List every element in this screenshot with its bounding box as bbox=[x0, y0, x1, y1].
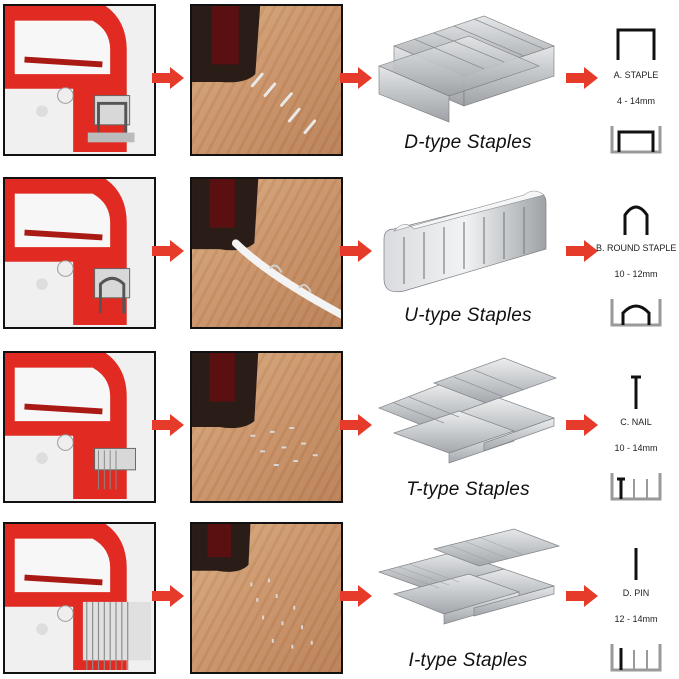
arrow-right-icon bbox=[340, 67, 372, 89]
arrow-right-icon bbox=[566, 240, 598, 262]
flat-staple-icon bbox=[596, 24, 676, 64]
staple-gun-icon bbox=[5, 6, 154, 154]
row-t-type: T-type Staples C. NAIL 10 - 14mm bbox=[0, 351, 679, 511]
i-type-staples-stack bbox=[374, 524, 560, 642]
staple-name: D. PIN bbox=[622, 588, 650, 598]
staple-spec: D. PIN 12 - 14mm bbox=[596, 522, 676, 679]
staple-spec: A. STAPLE 4 - 14mm bbox=[596, 4, 676, 164]
d-type-staples-stack bbox=[374, 6, 560, 124]
pin-icon bbox=[596, 542, 676, 582]
staple-type-label: I-type Staples bbox=[408, 650, 528, 671]
staple-size: 12 - 14mm bbox=[614, 614, 658, 624]
wood-usage-photo bbox=[190, 4, 343, 156]
staple-gun-icon bbox=[5, 524, 154, 672]
arrow-right-icon bbox=[566, 585, 598, 607]
staple-gun-photo bbox=[3, 177, 156, 329]
row-i-type: I-type Staples D. PIN 12 - 14mm bbox=[0, 522, 679, 679]
round-staple-icon bbox=[596, 197, 676, 237]
arrow-right-icon bbox=[566, 414, 598, 436]
arrow-right-icon bbox=[152, 240, 184, 262]
magazine-slot-icon bbox=[609, 640, 663, 674]
u-type-staples-stack bbox=[374, 179, 560, 297]
wood-usage-photo bbox=[190, 351, 343, 503]
magazine-slot-icon bbox=[609, 122, 663, 156]
arrow-right-icon bbox=[152, 585, 184, 607]
arrow-right-icon bbox=[340, 414, 372, 436]
staple-spec: B. ROUND STAPLE 10 - 12mm bbox=[596, 177, 676, 337]
staple-spec: C. NAIL 10 - 14mm bbox=[596, 351, 676, 511]
arrow-right-icon bbox=[340, 585, 372, 607]
magazine-slot-icon bbox=[609, 469, 663, 503]
staple-gun-photo bbox=[3, 4, 156, 156]
staple-size: 4 - 14mm bbox=[616, 96, 655, 106]
staple-size: 10 - 12mm bbox=[614, 269, 658, 279]
wood-usage-photo bbox=[190, 522, 343, 674]
nail-icon bbox=[596, 371, 676, 411]
row-u-type: U-type Staples B. ROUND STAPLE 10 - 12mm bbox=[0, 177, 679, 337]
staple-gun-icon bbox=[5, 353, 154, 501]
staple-gun-photo bbox=[3, 522, 156, 674]
staple-name: C. NAIL bbox=[620, 417, 652, 427]
staple-name: A. STAPLE bbox=[613, 70, 659, 80]
staple-type-label: U-type Staples bbox=[404, 305, 532, 326]
wood-usage-photo bbox=[190, 177, 343, 329]
staple-name: B. ROUND STAPLE bbox=[596, 243, 677, 253]
t-type-staples-stack bbox=[374, 353, 560, 471]
magazine-slot-icon bbox=[609, 295, 663, 329]
arrow-right-icon bbox=[566, 67, 598, 89]
staple-size: 10 - 14mm bbox=[614, 443, 658, 453]
staple-type-label: D-type Staples bbox=[404, 132, 532, 153]
staple-gun-photo bbox=[3, 351, 156, 503]
row-d-type: D-type Staples A. STAPLE 4 - 14mm bbox=[0, 4, 679, 164]
arrow-right-icon bbox=[152, 414, 184, 436]
staple-gun-icon bbox=[5, 179, 154, 327]
arrow-right-icon bbox=[152, 67, 184, 89]
arrow-right-icon bbox=[340, 240, 372, 262]
staple-type-label: T-type Staples bbox=[406, 479, 530, 500]
